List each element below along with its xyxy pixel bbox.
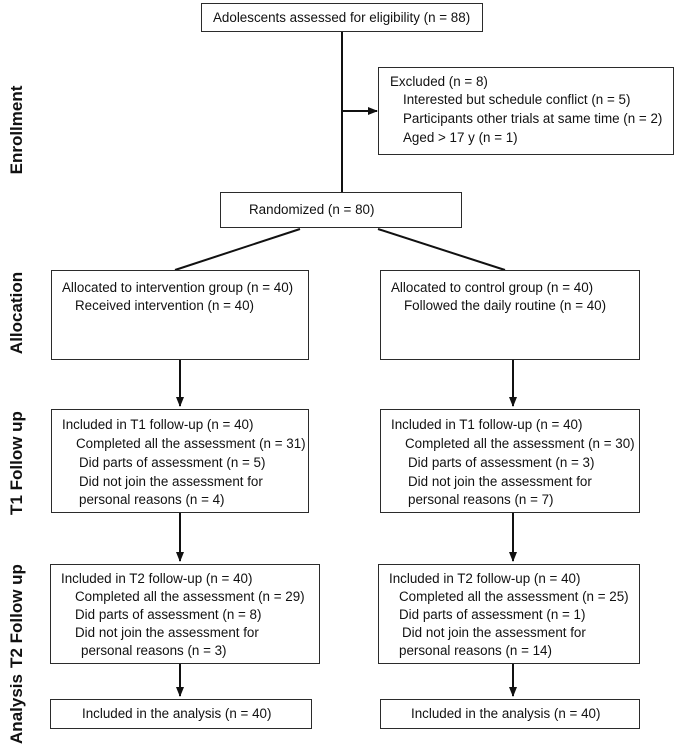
excluded-reason: Participants other trials at same time (… bbox=[403, 111, 663, 126]
stage-label-enrollment: Enrollment bbox=[7, 85, 26, 175]
t1-detail: Did parts of assessment (n = 5) bbox=[79, 455, 266, 470]
t2-detail: personal reasons (n = 3) bbox=[81, 643, 227, 658]
control-t2-box: Included in T2 follow-up (n = 40) Comple… bbox=[378, 564, 640, 664]
t1-detail: Completed all the assessment (n = 30) bbox=[405, 436, 635, 451]
allocation-title: Allocated to intervention group (n = 40) bbox=[62, 280, 294, 295]
t1-detail: Did not join the assessment for bbox=[79, 474, 263, 489]
stage-label-t2: T2 Follow up bbox=[7, 564, 26, 668]
t1-detail: personal reasons (n = 4) bbox=[79, 492, 225, 507]
excluded-box: Excluded (n = 8) Interested but schedule… bbox=[378, 67, 674, 155]
stage-label-allocation: Allocation bbox=[7, 271, 26, 355]
t1-title: Included in T1 follow-up (n = 40) bbox=[391, 417, 583, 432]
excluded-title: Excluded (n = 8) bbox=[390, 74, 488, 89]
intervention-t2-box: Included in T2 follow-up (n = 40) Comple… bbox=[50, 564, 320, 664]
allocation-title: Allocated to control group (n = 40) bbox=[391, 280, 594, 295]
excluded-reason: Interested but schedule conflict (n = 5) bbox=[403, 92, 631, 107]
stage-label-analysis: Analysis bbox=[7, 674, 26, 744]
excluded-reason: Aged > 17 y (n = 1) bbox=[403, 130, 518, 145]
assessed-text: Adolescents assessed for eligibility (n … bbox=[213, 10, 471, 25]
randomized-box: Randomized (n = 80) bbox=[220, 192, 462, 228]
t1-detail: Completed all the assessment (n = 31) bbox=[76, 436, 306, 451]
t2-detail: Did not join the assessment for bbox=[75, 625, 259, 640]
control-analysis-box: Included in the analysis (n = 40) bbox=[380, 699, 640, 729]
intervention-t1-box: Included in T1 follow-up (n = 40) Comple… bbox=[51, 409, 309, 513]
control-allocation-box: Allocated to control group (n = 40) Foll… bbox=[380, 270, 640, 360]
assessed-box: Adolescents assessed for eligibility (n … bbox=[201, 3, 483, 32]
t2-title: Included in T2 follow-up (n = 40) bbox=[389, 571, 581, 586]
t2-detail: personal reasons (n = 14) bbox=[399, 643, 552, 658]
connector-randomized-to-control bbox=[377, 228, 506, 271]
t2-detail: Completed all the assessment (n = 29) bbox=[75, 589, 305, 604]
t1-title: Included in T1 follow-up (n = 40) bbox=[62, 417, 254, 432]
randomized-text: Randomized (n = 80) bbox=[249, 202, 375, 217]
t2-detail: Did not join the assessment for bbox=[402, 625, 586, 640]
t1-detail: Did parts of assessment (n = 3) bbox=[408, 455, 595, 470]
intervention-analysis-box: Included in the analysis (n = 40) bbox=[50, 699, 312, 729]
connector-randomized-to-intervention bbox=[174, 228, 301, 271]
t2-title: Included in T2 follow-up (n = 40) bbox=[61, 571, 253, 586]
t1-detail: Did not join the assessment for bbox=[408, 474, 592, 489]
analysis-text: Included in the analysis (n = 40) bbox=[82, 706, 272, 721]
analysis-text: Included in the analysis (n = 40) bbox=[411, 706, 601, 721]
control-t1-box: Included in T1 follow-up (n = 40) Comple… bbox=[380, 409, 640, 513]
stage-label-t1: T1 Follow up bbox=[7, 411, 26, 515]
intervention-allocation-box: Allocated to intervention group (n = 40)… bbox=[51, 270, 309, 360]
t2-detail: Did parts of assessment (n = 8) bbox=[75, 607, 262, 622]
t2-detail: Did parts of assessment (n = 1) bbox=[399, 607, 586, 622]
t1-detail: personal reasons (n = 7) bbox=[408, 492, 554, 507]
t2-detail: Completed all the assessment (n = 25) bbox=[399, 589, 629, 604]
allocation-detail: Followed the daily routine (n = 40) bbox=[404, 298, 607, 313]
allocation-detail: Received intervention (n = 40) bbox=[75, 298, 255, 313]
